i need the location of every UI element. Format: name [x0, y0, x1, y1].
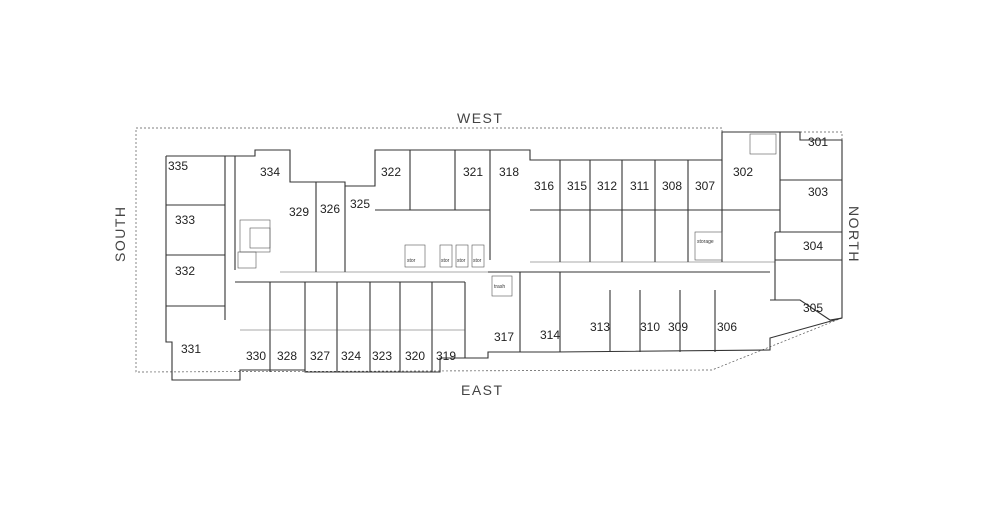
- room-tag-trash: trash: [494, 284, 505, 290]
- unit-label-304: 304: [803, 239, 823, 253]
- unit-label-305: 305: [803, 301, 823, 315]
- unit-label-329: 329: [289, 205, 309, 219]
- unit-label-317: 317: [494, 330, 514, 344]
- unit-label-322: 322: [381, 165, 401, 179]
- unit-label-309: 309: [668, 320, 688, 334]
- room-tag-stor-3: stor: [457, 258, 466, 264]
- unit-label-313: 313: [590, 320, 610, 334]
- unit-label-324: 324: [341, 349, 361, 363]
- unit-labels: 335 334 333 332 331 330 329 328 327 326 …: [168, 135, 828, 363]
- room-tag-stor-2: stor: [441, 258, 450, 264]
- unit-label-311: 311: [630, 179, 649, 193]
- unit-label-315: 315: [567, 179, 587, 193]
- unit-label-316: 316: [534, 179, 554, 193]
- interior-walls: [166, 132, 843, 372]
- room-tags: stor stor stor stor storage trash: [407, 239, 714, 290]
- unit-label-318: 318: [499, 165, 519, 179]
- unit-label-332: 332: [175, 264, 195, 278]
- unit-label-326: 326: [320, 202, 340, 216]
- unit-label-323: 323: [372, 349, 392, 363]
- compass-east-label: EAST: [461, 382, 504, 398]
- room-tag-stor-4: stor: [473, 258, 482, 264]
- unit-label-319: 319: [436, 349, 456, 363]
- unit-label-310: 310: [640, 320, 660, 334]
- unit-label-335: 335: [168, 159, 188, 173]
- unit-label-325: 325: [350, 197, 370, 211]
- room-tag-stor-1: stor: [407, 258, 416, 264]
- unit-label-314: 314: [540, 328, 560, 342]
- unit-label-330: 330: [246, 349, 266, 363]
- unit-label-334: 334: [260, 165, 280, 179]
- unit-label-307: 307: [695, 179, 715, 193]
- room-tag-storage: storage: [697, 239, 714, 245]
- unit-label-333: 333: [175, 213, 195, 227]
- unit-label-301: 301: [808, 135, 828, 149]
- unit-label-308: 308: [662, 179, 682, 193]
- unit-label-302: 302: [733, 165, 753, 179]
- unit-label-331: 331: [181, 342, 201, 356]
- unit-label-321: 321: [463, 165, 483, 179]
- unit-label-327: 327: [310, 349, 330, 363]
- unit-label-303: 303: [808, 185, 828, 199]
- building-outline: [165, 131, 843, 381]
- unit-label-320: 320: [405, 349, 425, 363]
- property-boundary: [135, 127, 843, 373]
- unit-label-306: 306: [717, 320, 737, 334]
- unit-label-312: 312: [597, 179, 617, 193]
- unit-label-328: 328: [277, 349, 297, 363]
- compass-west-label: WEST: [457, 110, 504, 126]
